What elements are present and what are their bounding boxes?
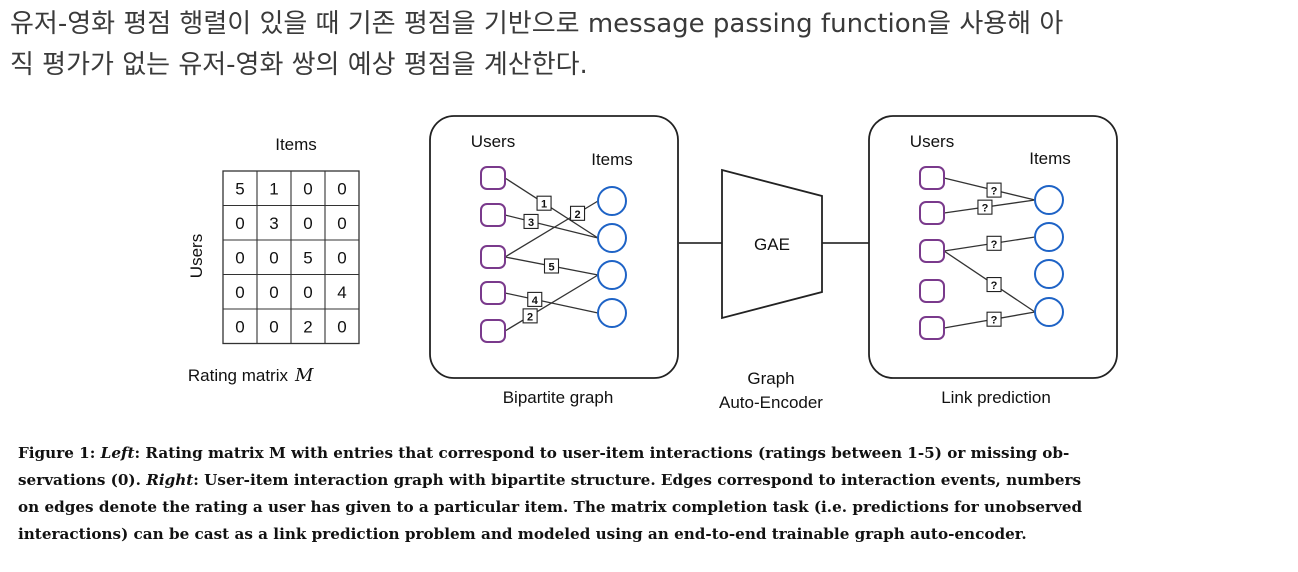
matrix-cell: 0 [337, 248, 346, 267]
caption-left-label: Left [100, 444, 135, 462]
matrix-grid: 5 1 0 0 0 3 0 0 0 0 5 0 0 0 0 4 0 0 2 0 [222, 170, 360, 345]
item-node [1034, 185, 1064, 215]
matrix-cell: 0 [235, 214, 244, 233]
user-node [480, 203, 506, 227]
matrix-symbol: M [294, 365, 314, 386]
user-node [919, 201, 945, 225]
bipartite-items-label: Items [591, 150, 633, 169]
item-node [1034, 297, 1064, 327]
matrix-cell: 0 [337, 214, 346, 233]
gae-label: GAE [754, 235, 790, 254]
link-edges: ????? [943, 177, 1036, 329]
edge-rating-label: 5 [548, 262, 554, 274]
figure-1-diagram: Items Users 5 1 0 0 0 3 0 0 0 0 5 0 0 0 0 4 0 0 2 0 Rating … [187, 115, 1118, 412]
edge-label-box [569, 205, 586, 221]
bipartite-edges: 13 2 5 4 2 [504, 177, 599, 332]
matrix-cell: 3 [269, 214, 278, 233]
item-node [597, 298, 627, 328]
link-users-label: Users [910, 132, 954, 151]
matrix-cell: 5 [235, 179, 244, 198]
gae-caption-line-2: Auto-Encoder [719, 393, 823, 412]
edge-label-box [986, 311, 1002, 327]
matrix-cell: 0 [337, 179, 346, 198]
caption-line-2-start: servations (0). [18, 471, 141, 489]
edge-label-box [986, 277, 1002, 293]
item-node [1034, 222, 1064, 252]
item-node [1034, 259, 1064, 289]
edge-label-box [523, 213, 539, 229]
edge-rating-label: 2 [527, 311, 533, 323]
user-node [919, 239, 945, 263]
edge-rating-label: 4 [532, 295, 539, 307]
edge-label-box [977, 199, 993, 215]
bipartite-caption: Bipartite graph [503, 388, 614, 407]
graph-edge [504, 214, 599, 239]
user-node [480, 319, 506, 343]
item-node [597, 223, 627, 253]
edge-label-box [543, 258, 560, 274]
user-node [480, 245, 506, 269]
user-node [919, 316, 945, 340]
gae-block [721, 168, 823, 320]
caption-line-3: on edges denote the rating a user has gi… [18, 498, 1083, 516]
edge-label-box [536, 195, 552, 211]
matrix-cell: 2 [303, 317, 312, 336]
intro-line-2: 직 평가가 없는 유저-영화 쌍의 예상 평점을 계산한다. [10, 50, 588, 80]
edge-label-box [986, 182, 1002, 198]
graph-edge [504, 274, 599, 332]
edge-rating-label: 3 [528, 217, 534, 229]
link-prediction-panel [868, 115, 1118, 379]
caption-line-1: Figure 1: Left: Rating matrix M with ent… [18, 440, 1283, 467]
caption-line-2-text: : User-item interaction graph with bipar… [193, 471, 1082, 489]
user-node [919, 279, 945, 303]
bipartite-nodes [480, 166, 627, 343]
matrix-cell: 0 [337, 317, 346, 336]
edge-label-box [527, 291, 543, 307]
edge-rating-label: ? [991, 315, 998, 327]
intro-line-1: 유저-영화 평점 행렬이 있을 때 기존 평점을 기반으로 message pa… [10, 9, 1064, 39]
matrix-users-label: Users [187, 234, 206, 278]
edge-label-box [522, 308, 538, 324]
link-items-label: Items [1029, 149, 1071, 168]
matrix-caption: Rating matrix [188, 366, 289, 385]
edge-rating-label: ? [991, 280, 998, 292]
edge-rating-label: ? [982, 203, 989, 215]
caption-right-label: Right [146, 471, 194, 489]
edge-label-box [986, 235, 1002, 251]
edge-rating-label: 1 [541, 199, 547, 211]
matrix-cell: 0 [269, 283, 278, 302]
intro-text: 유저-영화 평점 행렬이 있을 때 기존 평점을 기반으로 message pa… [10, 4, 1290, 86]
matrix-cell: 0 [269, 248, 278, 267]
item-node [597, 260, 627, 290]
link-caption: Link prediction [941, 388, 1051, 407]
user-node [919, 166, 945, 190]
edge-rating-label: 2 [574, 209, 580, 221]
gae-caption-line-1: Graph [747, 369, 794, 388]
matrix-cell: 1 [269, 179, 278, 198]
caption-fig-label: Figure 1: [18, 444, 96, 462]
caption-line-1-text: : Rating matrix M with entries that corr… [134, 444, 1070, 462]
edge-rating-label: ? [991, 186, 998, 198]
matrix-cell: 5 [303, 248, 312, 267]
link-nodes [919, 166, 1064, 340]
matrix-cell: 4 [337, 283, 346, 302]
matrix-cell: 0 [303, 179, 312, 198]
matrix-cell: 0 [303, 283, 312, 302]
matrix-cell: 0 [235, 248, 244, 267]
bipartite-panel [429, 115, 679, 379]
matrix-cell: 0 [235, 317, 244, 336]
matrix-cell: 0 [269, 317, 278, 336]
matrix-cell: 0 [235, 283, 244, 302]
rating-matrix: Items Users 5 1 0 0 0 3 0 0 0 0 5 0 0 0 0 4 0 0 2 0 Rating … [187, 135, 360, 386]
caption-line-2: servations (0). Right: User-item interac… [18, 467, 1283, 494]
bipartite-users-label: Users [471, 132, 515, 151]
edge-rating-label: ? [991, 239, 998, 251]
item-node [597, 186, 627, 216]
caption-line-4: interactions) can be cast as a link pred… [18, 525, 1027, 543]
figure-caption: Figure 1: Left: Rating matrix M with ent… [18, 440, 1283, 548]
user-node [480, 166, 506, 190]
matrix-cell: 0 [303, 214, 312, 233]
matrix-items-label: Items [275, 135, 317, 154]
user-node [480, 281, 506, 305]
